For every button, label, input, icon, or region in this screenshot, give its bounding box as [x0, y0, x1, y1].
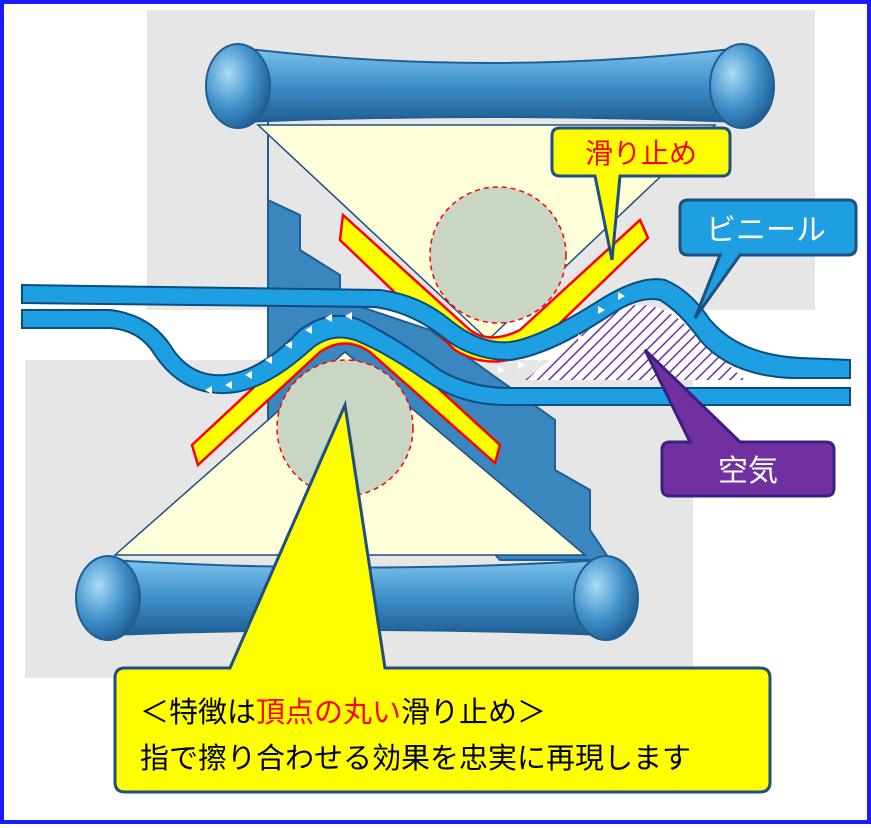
vinyl-callout: ビニール [678, 198, 858, 319]
air-region [525, 305, 745, 380]
vinyl-film [21, 278, 851, 406]
air-callout: 空気 [643, 348, 836, 498]
caption-line-1: ＜特徴は頂点の丸い滑り止め＞ [140, 695, 546, 729]
vinyl-label: ビニール [706, 213, 826, 248]
top-contact-circle [429, 186, 567, 324]
caption-line-2: 指で擦り合わせる効果を忠実に再現します [140, 741, 691, 775]
air-label: 空気 [718, 454, 778, 489]
feature-caption: ＜特徴は頂点の丸い滑り止め＞ 指で擦り合わせる効果を忠実に再現します [113, 399, 772, 794]
slip-stop-callout: 滑り止め [550, 126, 732, 261]
flow-arrows [205, 292, 625, 394]
slip-stop-label: 滑り止め [585, 137, 697, 170]
top-roller [205, 43, 775, 129]
